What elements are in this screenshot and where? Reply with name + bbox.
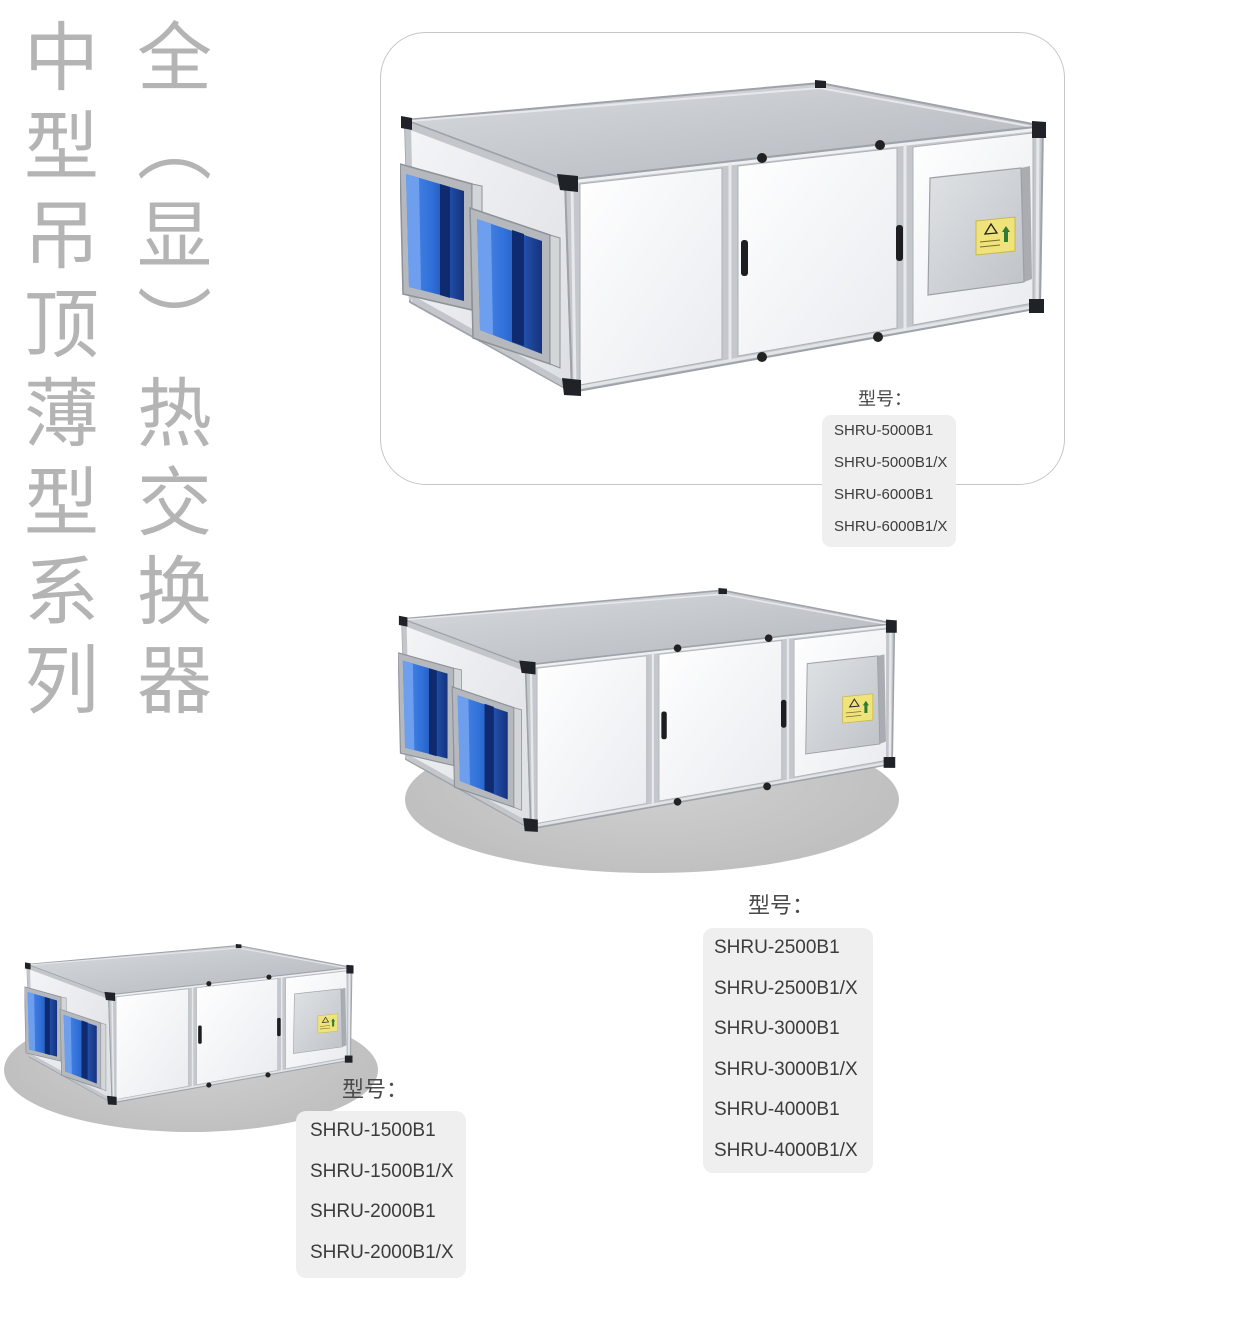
model-item: SHRU-6000B1 [834, 486, 934, 503]
product-image-small [24, 944, 356, 1107]
product-image-large [400, 80, 1050, 400]
model-list: SHRU-5000B1 SHRU-5000B1/X SHRU-6000B1 SH… [822, 415, 956, 547]
model-item: SHRU-2000B1 [310, 1201, 436, 1223]
model-list: SHRU-2500B1 SHRU-2500B1/X SHRU-3000B1 SH… [703, 928, 873, 1173]
model-item: SHRU-4000B1/X [714, 1139, 858, 1161]
model-item: SHRU-6000B1/X [834, 518, 948, 535]
model-item: SHRU-5000B1 [834, 422, 934, 439]
model-item: SHRU-4000B1 [714, 1099, 840, 1121]
model-item: SHRU-1500B1/X [310, 1160, 454, 1182]
product-title: 全（显）热交换器 [124, 18, 212, 730]
model-item: SHRU-2000B1/X [310, 1241, 454, 1263]
featured-product-frame [380, 32, 1065, 485]
model-label: 型号： [342, 1078, 409, 1103]
model-item: SHRU-2500B1 [714, 937, 840, 958]
model-item: SHRU-3000B1 [714, 1018, 840, 1040]
model-item: SHRU-3000B1/X [714, 1058, 858, 1080]
series-title: 中型吊顶薄型系列 [11, 18, 99, 730]
model-label: 型号： [748, 894, 815, 919]
model-label: 型号： [858, 389, 912, 410]
model-item: SHRU-2500B1/X [714, 977, 858, 999]
model-list: SHRU-1500B1 SHRU-1500B1/X SHRU-2000B1 SH… [296, 1111, 466, 1278]
model-item: SHRU-1500B1 [310, 1120, 436, 1141]
model-item: SHRU-5000B1/X [834, 454, 948, 471]
product-image-medium [398, 588, 900, 835]
